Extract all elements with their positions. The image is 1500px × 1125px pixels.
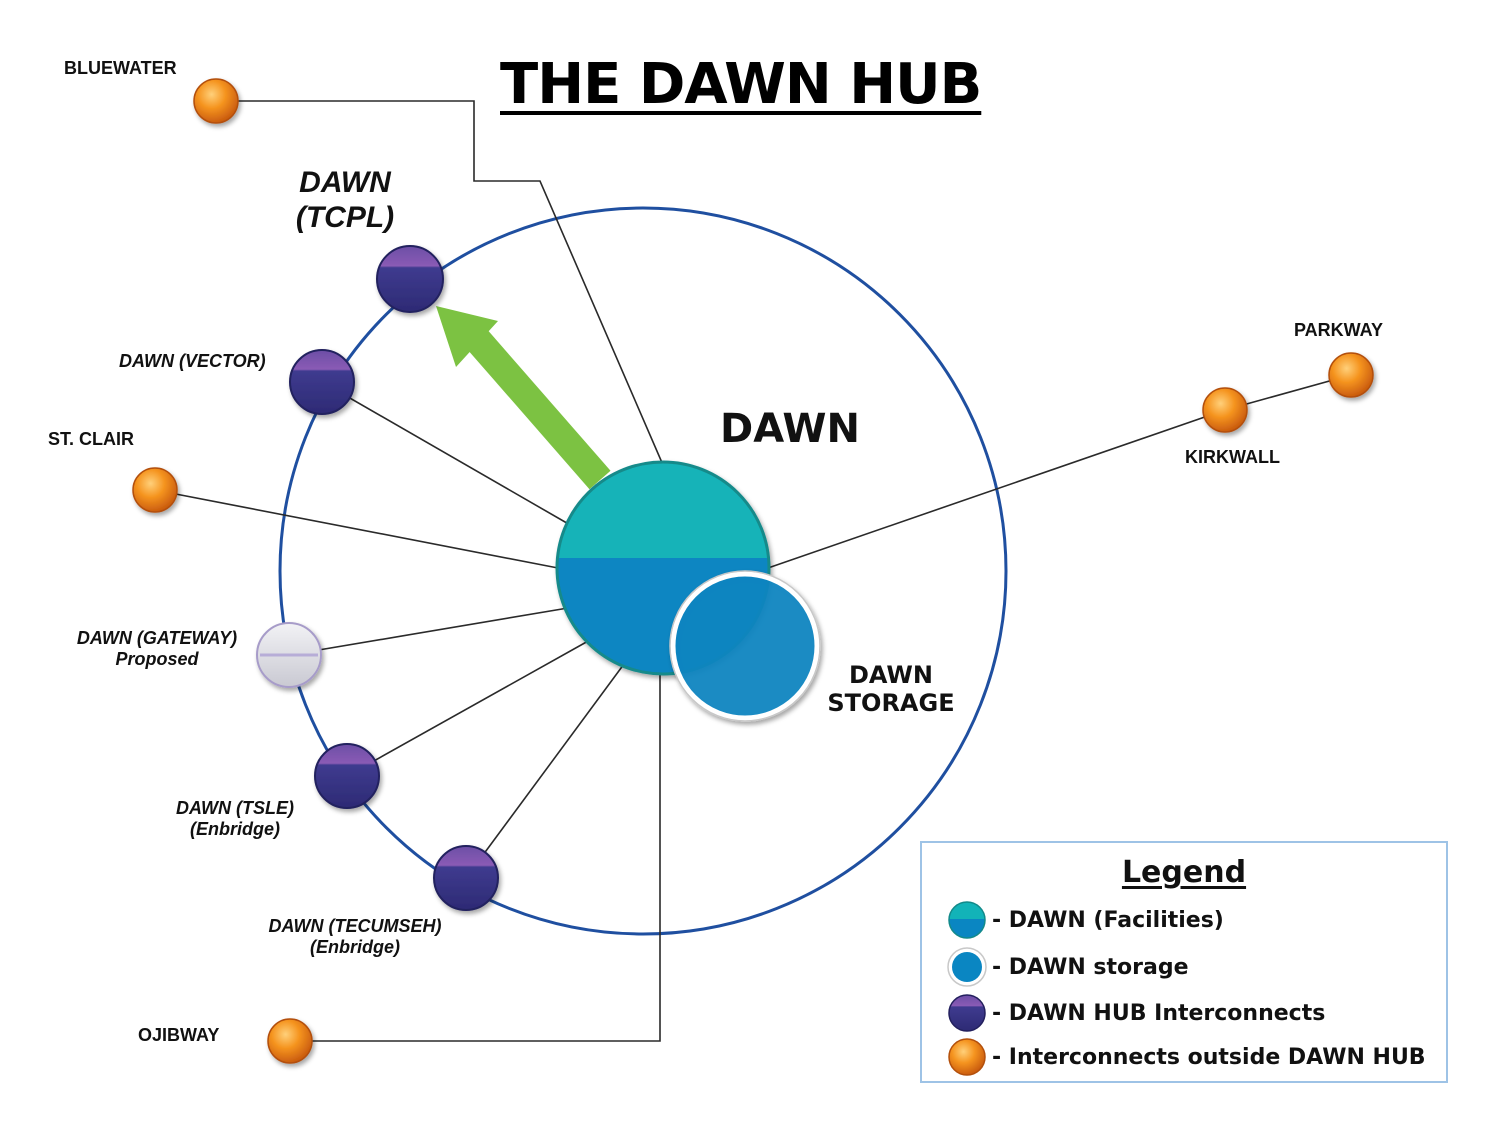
legend-label-hub-interconnects: - DAWN HUB Interconnects xyxy=(992,1000,1326,1026)
storage-label-line2: STORAGE xyxy=(827,688,955,717)
purple-circle-icon xyxy=(948,994,986,1032)
tsle-label: DAWN (TSLE) (Enbridge) xyxy=(160,798,310,839)
connector-bluewater xyxy=(216,100,664,466)
vector-label: DAWN (VECTOR) xyxy=(119,351,266,371)
tcpl-label-line2: (TCPL) xyxy=(295,200,395,234)
green-arrow xyxy=(436,306,611,490)
legend-label-facilities: - DAWN (Facilities) xyxy=(992,907,1224,933)
tcpl-label: DAWN (TCPL) xyxy=(280,166,410,235)
connector-tecumseh xyxy=(465,663,625,879)
center-label: DAWN xyxy=(720,406,860,452)
teal-circle-icon xyxy=(948,901,986,939)
bluewater-node xyxy=(193,78,239,124)
legend-item-hub-interconnects: - DAWN HUB Interconnects xyxy=(946,991,1325,1035)
tecumseh-note: (Enbridge) xyxy=(310,936,400,957)
legend-box: Legend - DAWN (Facilities) - DAWN storag… xyxy=(920,841,1448,1083)
connector-ojibway xyxy=(290,674,661,1042)
gateway-label-line1: DAWN (GATEWAY) xyxy=(76,628,238,648)
connector-st-clair xyxy=(154,489,559,569)
tecumseh-label: DAWN (TECUMSEH) (Enbridge) xyxy=(250,916,460,957)
bluewater-label: BLUEWATER xyxy=(64,58,177,78)
st-clair-label: ST. CLAIR xyxy=(48,429,135,449)
legend-label-storage: - DAWN storage xyxy=(992,954,1189,980)
st-clair-node xyxy=(132,467,178,513)
kirkwall-node xyxy=(1202,387,1248,433)
gateway-label: DAWN (GATEWAY) Proposed xyxy=(62,628,252,669)
vector-node xyxy=(289,349,355,415)
storage-label: DAWN STORAGE xyxy=(826,661,956,717)
connector-kirkwall xyxy=(767,409,1226,569)
gateway-node xyxy=(256,622,322,688)
tecumseh-node xyxy=(433,845,499,911)
kirkwall-label: KIRKWALL xyxy=(1185,447,1280,467)
connector-gateway xyxy=(288,607,569,656)
blue-ringed-circle-icon xyxy=(947,947,987,987)
gateway-note: Proposed xyxy=(115,648,199,669)
tsle-note: (Enbridge) xyxy=(190,818,280,839)
parkway-node xyxy=(1328,352,1374,398)
tsle-label-line1: DAWN (TSLE) xyxy=(176,798,294,818)
tecumseh-label-line1: DAWN (TECUMSEH) xyxy=(268,916,442,936)
storage-label-line1: DAWN xyxy=(849,661,933,689)
ojibway-label: OJIBWAY xyxy=(138,1025,220,1045)
legend-item-storage: - DAWN storage xyxy=(946,945,1189,989)
tsle-node xyxy=(314,743,380,809)
dawn-storage-circle xyxy=(669,570,821,722)
orange-circle-icon xyxy=(948,1038,986,1076)
legend-label-outside-interconnects: - Interconnects outside DAWN HUB xyxy=(992,1044,1426,1070)
legend-item-facilities: - DAWN (Facilities) xyxy=(946,898,1224,942)
legend-title: Legend xyxy=(1121,855,1247,890)
page-title: THE DAWN HUB xyxy=(500,52,982,117)
tcpl-label-line1: DAWN xyxy=(299,166,391,199)
legend-item-outside-interconnects: - Interconnects outside DAWN HUB xyxy=(946,1035,1426,1079)
ojibway-node xyxy=(267,1018,313,1064)
hub-boundary-ring xyxy=(278,206,1008,936)
tcpl-node xyxy=(376,245,444,313)
connector-vector xyxy=(321,381,573,527)
connector-tsle xyxy=(346,639,591,777)
parkway-label: PARKWAY xyxy=(1294,320,1384,340)
